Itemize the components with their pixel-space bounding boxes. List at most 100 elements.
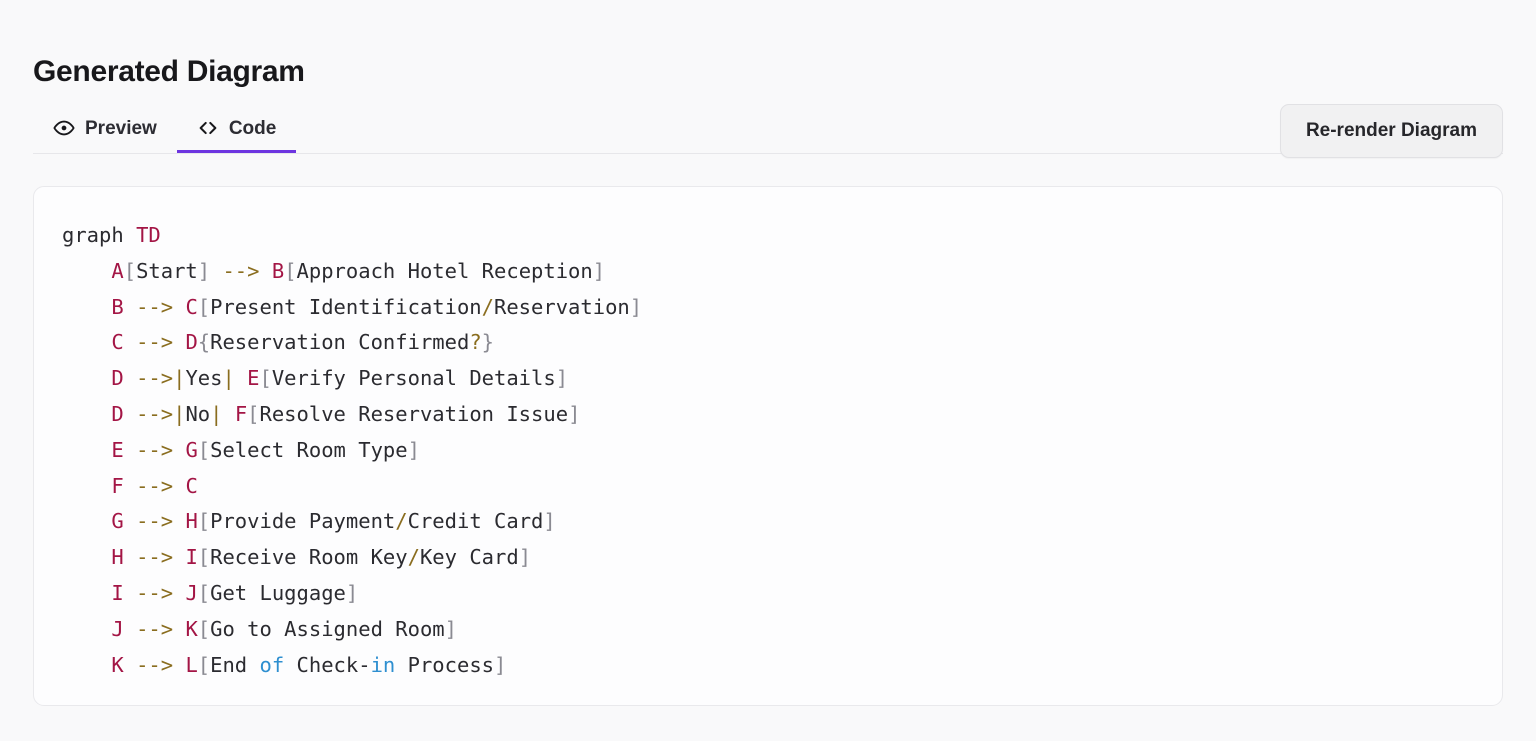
code-token-punc: ] (407, 437, 420, 462)
code-token-text (62, 438, 111, 462)
code-token-node: K (185, 616, 198, 641)
code-token-text (62, 617, 111, 641)
tab-bar: Preview Code (33, 106, 1503, 154)
code-token-arrow: --> (136, 580, 174, 605)
code-token-text: Resolve Reservation Issue (259, 401, 569, 426)
code-token-text: Key Card (419, 545, 519, 570)
code-token-arrow: --> (136, 616, 174, 641)
code-token-arrow: --> (136, 652, 174, 677)
code-token-text (62, 653, 111, 677)
code-token-text (62, 259, 111, 283)
code-panel: graph TD A[Start] --> B[Approach Hotel R… (33, 186, 1503, 706)
code-token-punc: ] (568, 401, 581, 426)
code-token-text: Reservation Confirmed (210, 330, 470, 355)
code-token-node: J (185, 580, 198, 605)
code-token-text (124, 474, 136, 498)
code-token-text (124, 617, 136, 641)
code-token-node: L (185, 652, 198, 677)
code-token-text (124, 366, 136, 390)
code-token-text (124, 295, 136, 319)
code-token-punc: [ (197, 437, 211, 462)
code-token-text (62, 474, 111, 498)
code-token-arrow: --> (136, 437, 174, 462)
code-token-node: C (111, 330, 124, 355)
code-token-text: No (185, 401, 211, 426)
code-token-punc: [ (259, 366, 272, 391)
code-token-node: G (111, 509, 124, 534)
code-token-arrow: / (407, 545, 420, 570)
code-token-text: Get Luggage (210, 580, 346, 605)
code-token-text: Reservation (494, 294, 630, 319)
code-brackets-icon (197, 117, 219, 139)
code-token-text: Verify Personal Details (271, 366, 556, 391)
code-token-punc: ] (543, 509, 556, 534)
code-token-node: G (185, 437, 198, 462)
code-token-text: Go to Assigned Room (210, 616, 445, 641)
code-token-arrow: | (222, 366, 235, 391)
code-token-text (260, 259, 272, 283)
code-token-text: Process (395, 652, 495, 677)
code-token-punc: ] (197, 258, 211, 283)
code-token-text (222, 402, 234, 426)
code-token-graph: graph (62, 223, 137, 247)
code-token-text (173, 545, 185, 569)
code-token-punc: ] (444, 616, 457, 641)
code-token-arrow: --> (222, 258, 260, 283)
code-line: D -->|Yes| E[Verify Personal Details] (62, 361, 1474, 397)
code-token-punc: ] (345, 580, 359, 605)
code-token-arrow: --> (136, 294, 174, 319)
code-token-text (62, 581, 111, 605)
code-token-text (124, 402, 136, 426)
code-token-arrow: ? (469, 330, 482, 355)
code-token-arrow: | (210, 401, 223, 426)
mermaid-code-block[interactable]: graph TD A[Start] --> B[Approach Hotel R… (34, 187, 1502, 705)
code-token-text (62, 366, 111, 390)
code-token-text: Start (136, 258, 198, 283)
code-token-text: Provide Payment (210, 509, 396, 534)
eye-icon (53, 117, 75, 139)
code-token-punc: [ (123, 258, 137, 283)
code-token-arrow: --> (136, 330, 174, 355)
code-line: K --> L[End of Check-in Process] (62, 648, 1474, 684)
code-token-text: Check- (284, 652, 371, 677)
code-token-kw: of (259, 652, 285, 677)
code-token-node: H (185, 509, 198, 534)
tab-preview[interactable]: Preview (33, 106, 177, 153)
code-token-punc: ] (629, 294, 643, 319)
page-title: Generated Diagram (33, 55, 305, 89)
code-token-text (173, 474, 185, 498)
code-token-text (173, 330, 185, 354)
code-token-node: E (247, 366, 260, 391)
code-token-text (124, 653, 136, 677)
code-token-text (124, 509, 136, 533)
code-token-arrow: --> (136, 401, 174, 426)
code-line: A[Start] --> B[Approach Hotel Reception] (62, 254, 1474, 290)
code-token-text (173, 581, 185, 605)
code-token-text (235, 366, 247, 390)
code-token-text: Approach Hotel Reception (296, 258, 593, 283)
code-token-node: B (111, 294, 124, 319)
code-token-text (124, 330, 136, 354)
code-token-arrow: --> (136, 473, 174, 498)
code-token-text (62, 330, 111, 354)
tab-code[interactable]: Code (176, 106, 297, 153)
code-line: C --> D{Reservation Confirmed?} (62, 325, 1474, 361)
code-token-text (124, 438, 136, 462)
code-token-text (62, 509, 111, 533)
code-token-text: Receive Room Key (210, 545, 408, 570)
code-token-node: D (111, 366, 124, 391)
code-token-text (210, 259, 222, 283)
code-token-text (173, 295, 185, 319)
code-token-node: I (185, 545, 198, 570)
code-token-node: F (111, 473, 124, 498)
code-token-punc: ] (518, 545, 532, 570)
code-token-text (62, 402, 111, 426)
code-token-punc: [ (197, 294, 211, 319)
code-token-node: D (111, 401, 124, 426)
code-token-punc: [ (247, 401, 260, 426)
code-token-text (62, 545, 111, 569)
re-render-diagram-button[interactable]: Re-render Diagram (1279, 104, 1503, 158)
code-token-node: A (111, 258, 124, 283)
code-line: F --> C (62, 469, 1474, 505)
code-token-punc: ] (494, 652, 507, 677)
